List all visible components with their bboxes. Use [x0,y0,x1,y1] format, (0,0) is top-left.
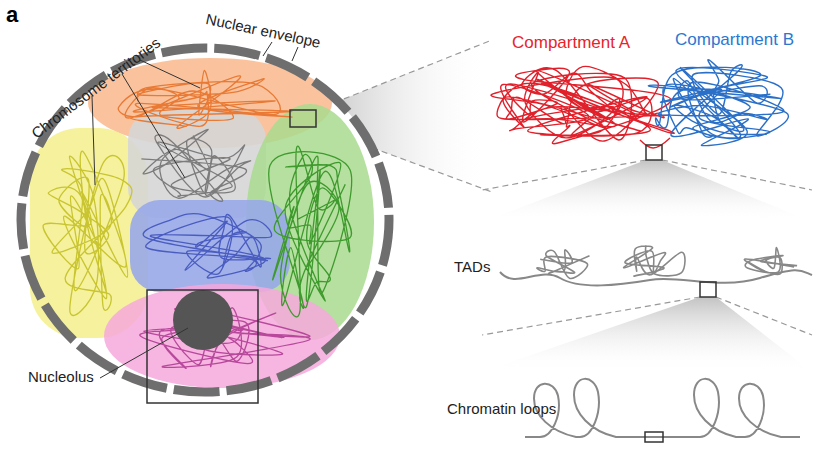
zoom-line [482,160,646,190]
territory-pink [104,284,340,388]
leader-line [122,74,185,178]
zoom-wedge [482,160,812,222]
zoom-box [645,432,663,442]
leader-line [292,47,298,61]
tad-loop [624,245,685,276]
loop-fibre [525,379,800,437]
chromatin-fibre [143,214,271,278]
chromatin-fibres [43,70,351,368]
compartment-b-fibre [648,60,788,146]
compartment-b-label: Compartment B [675,30,794,50]
leader-line [100,328,188,378]
compartment-a-fibre [491,66,674,143]
zoom-line [662,160,812,190]
compartment-fibres [491,60,788,148]
compartment-a-label: Compartment A [512,33,630,53]
leader-line [140,60,200,88]
leader-line [92,96,95,185]
zoom-wedge [482,297,812,372]
panel-letter: a [6,2,18,27]
chromatin-fibre [118,70,292,128]
tad-loop [537,250,590,278]
chromatin-fibre [269,146,352,317]
zoom-box [700,282,716,297]
chromatin-fibre [141,129,250,201]
nucleolus-box [147,290,258,403]
loops-label: Chromatin loops [447,400,556,417]
compartment-link [640,138,670,148]
zoom-line [716,297,812,335]
zoom-line [482,297,700,335]
tads-label: TADs [454,258,490,275]
tad-loop [744,248,797,275]
tad-fibres [537,245,797,278]
leader-line [263,42,272,56]
territory-blue [130,200,290,292]
chromatin-fibre [43,151,132,315]
zoom-box [290,110,316,127]
zoom-box [646,145,662,160]
nucleolus-shape [173,290,233,350]
nucleolus-label: Nucleolus [28,368,94,385]
